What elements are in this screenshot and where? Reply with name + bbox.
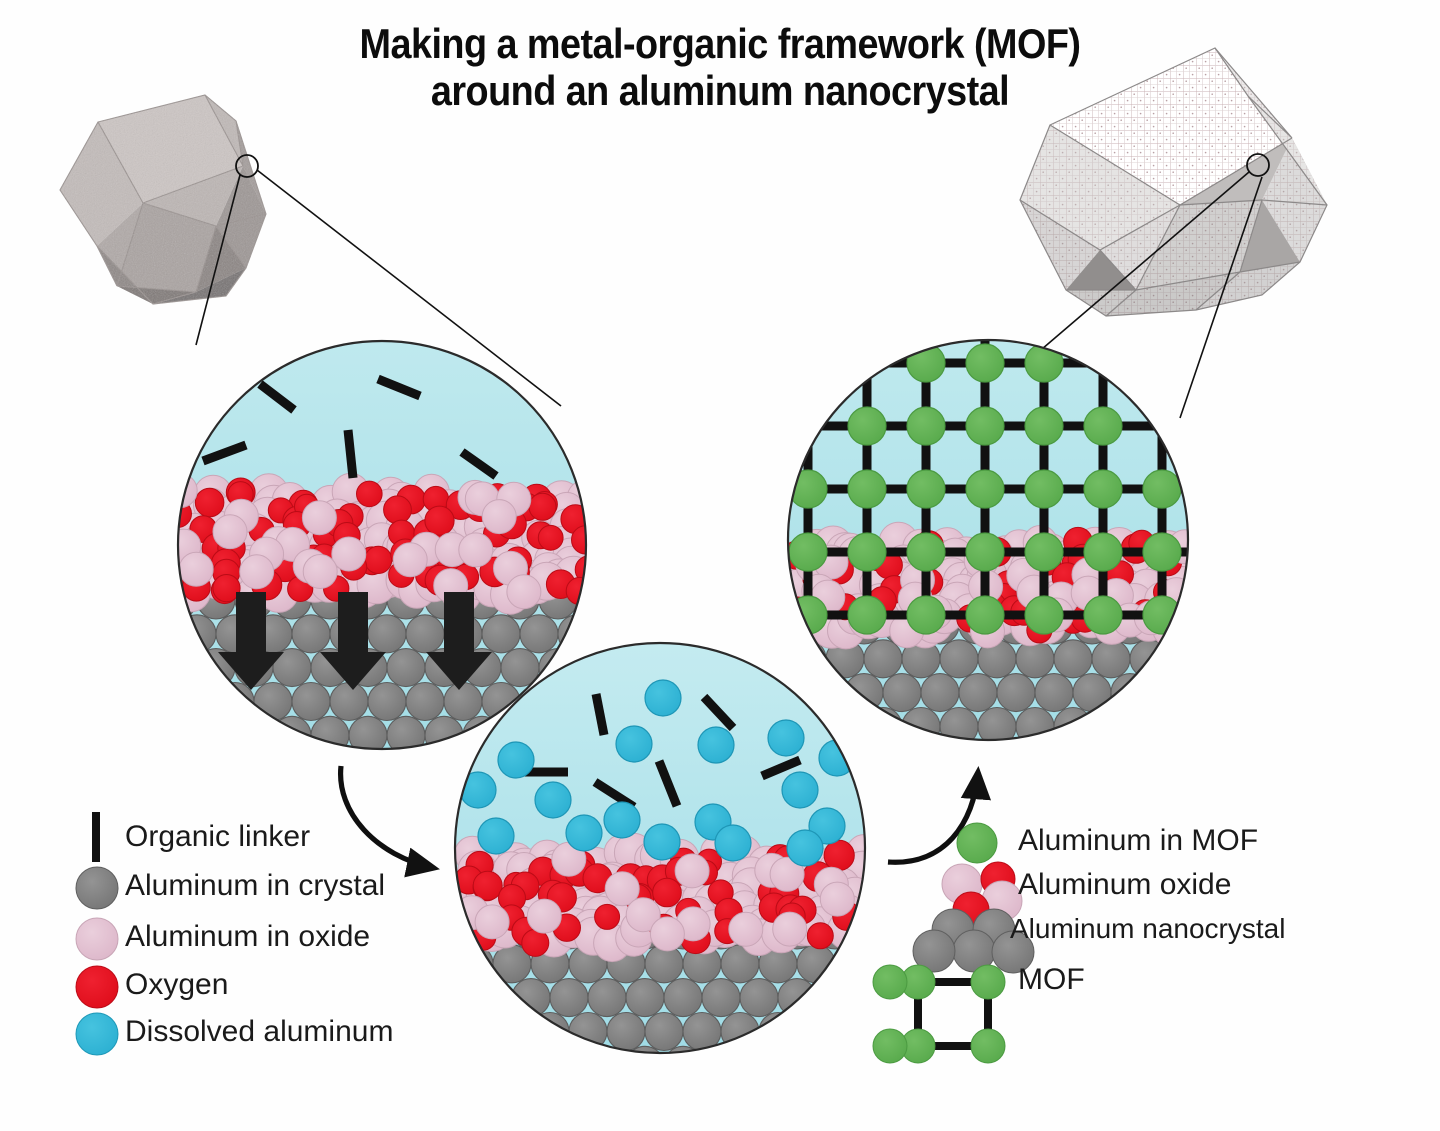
legend-item-aluminum-in-crystal: Aluminum in crystal [125,869,386,902]
legend-left-icons [75,812,119,1056]
left-callout-line-b [256,169,562,407]
linker-bar-icon [92,812,100,862]
pink-circle-icon [75,917,119,961]
green-circle-icon [956,822,998,864]
page-title: Making a metal-organic framework (MOF) a… [359,20,1081,115]
legend-item-mof: MOF [1018,963,1085,996]
legend-item-aluminum-oxide: Aluminum oxide [1018,868,1232,901]
right-callout-marker [1246,153,1270,177]
middle-to-right-arrow [887,765,992,865]
blue-circle-icon [75,1012,119,1056]
legend-right-icons [872,822,1035,1064]
legend-item-oxygen: Oxygen [125,968,229,1001]
aluminum-oxide-layer [178,472,586,615]
organic-linkers [201,374,499,480]
gray-circle-icon [75,866,119,910]
legend-item-dissolved-aluminum: Dissolved aluminum [125,1015,394,1048]
legend-item-aluminum-nanocrystal: Aluminum nanocrystal [1010,913,1286,944]
right-callout-line-a [1034,171,1250,356]
left-to-middle-arrow [338,765,440,878]
mof-formation-panel [786,338,1190,742]
left-callout-marker [235,154,259,178]
bare-aluminum-nanocrystal [59,94,267,305]
legend-item-organic-linker: Organic linker [125,820,311,853]
left-callout-line-a [195,174,241,346]
legend-item-aluminum-in-mof: Aluminum in MOF [1018,824,1259,857]
mof-coated-nanocrystal [1019,47,1328,317]
nanocrystal-cluster-icon [912,908,1035,974]
dissolved-aluminum-ions [459,679,856,867]
right-callout-line-b [1179,176,1263,419]
mof-lattice-icon [872,964,1006,1064]
red-circle-icon [75,965,119,1009]
legend-item-aluminum-in-oxide: Aluminum in oxide [125,920,371,953]
oxide-growth-arrows [218,592,492,690]
